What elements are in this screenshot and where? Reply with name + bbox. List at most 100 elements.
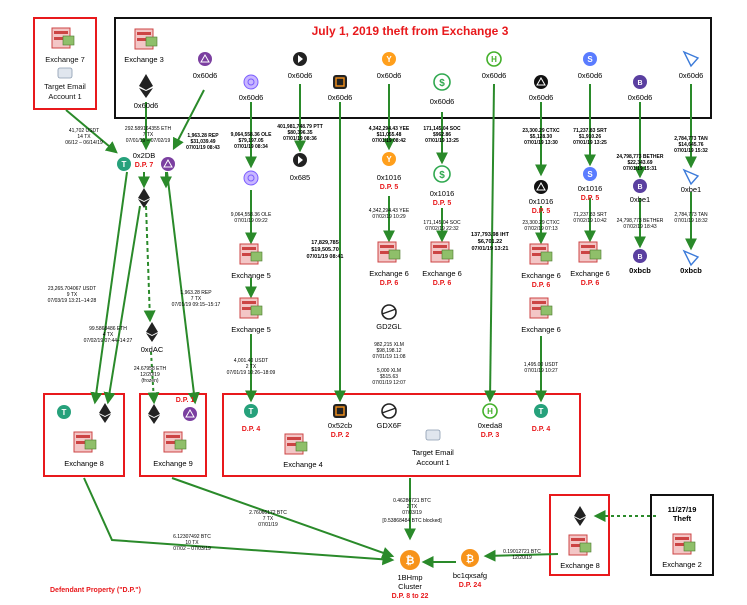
svg-text:07/02/19 07:13: 07/02/19 07:13 — [524, 226, 558, 232]
top-hbar-node: H 0x60d6 — [482, 51, 507, 80]
svg-text:10 TX: 10 TX — [185, 540, 199, 546]
dp5-label: D.P. 5 — [433, 200, 452, 207]
ctxc-mid-node: 0x1016 D.P. 5 — [529, 180, 553, 215]
edge-label-ctxc-usdt: 1,495.00 USDT 07/01/19 10:27 — [524, 362, 558, 374]
srt-address-label: 0x60d6 — [578, 71, 603, 80]
exchange5-node-a: Exchange 5 — [231, 243, 271, 280]
dp2-label: D.P. 2 — [331, 432, 350, 439]
edge-label-ctxc-out: 23,300.29 CTXC $5,128.30 07/01/19 13:30 — [522, 128, 560, 146]
svg-text:5,000 XLM: 5,000 XLM — [377, 368, 401, 374]
exchange6-node-c: Exchange 6 D.P. 6 — [521, 243, 561, 289]
svg-text:07/01/19 15:32: 07/01/19 15:32 — [674, 148, 708, 154]
dp8-22-label: D.P. 8 to 22 — [392, 593, 429, 600]
svg-text:07/02/19 22:32: 07/02/19 22:32 — [425, 226, 459, 232]
exchange2-label: Exchange 2 — [662, 560, 702, 569]
svg-text:12/20/19: 12/20/19 — [140, 372, 160, 378]
svg-text:07/01/19 08:42: 07/01/19 08:42 — [372, 138, 406, 144]
exchange9-node: D.P. 1 Exchange 9 — [148, 397, 197, 468]
soc-mid-node: $ 0x1016 D.P. 5 — [430, 165, 454, 207]
edge-label-srt-ex6: 71,237.83 SRT 07/02/19 10:42 — [573, 212, 607, 224]
edge-label-soc-ex6: 171,145.04 SOC 07/02/19 22:32 — [423, 220, 461, 232]
svg-text:2,784,773 TAN: 2,784,773 TAN — [674, 212, 708, 218]
bitcoin-icon — [461, 549, 479, 567]
svg-text:23,265.704067 USDT: 23,265.704067 USDT — [48, 286, 96, 292]
svg-text:07/03/19 13:21–14:28: 07/03/19 13:21–14:28 — [48, 298, 97, 304]
gd2gl-label: GD2GL — [376, 322, 401, 331]
svg-text:$: $ — [439, 78, 445, 89]
yee-token-icon — [382, 52, 396, 66]
theft-date-label: 11/27/19 — [668, 505, 697, 514]
edge-label-btc-bc1: 0.19012721 BTC 12/20/19 — [503, 549, 541, 561]
svg-text:7 TX: 7 TX — [143, 132, 154, 138]
svg-text:07/02/19 18:43: 07/02/19 18:43 — [623, 224, 657, 230]
dp5-label: D.P. 5 — [380, 184, 399, 191]
svg-text:41,702 USDT: 41,702 USDT — [69, 128, 99, 134]
svg-text:9,064,558.36 OLE: 9,064,558.36 OLE — [231, 212, 272, 218]
exchange6-node-d: Exchange 6 — [521, 297, 561, 334]
svg-text:07/01/19 11:08: 07/01/19 11:08 — [373, 354, 406, 360]
svg-text:9 TX: 9 TX — [67, 292, 78, 298]
ctxc-address-label: 0x60d6 — [529, 93, 554, 102]
srt-token-icon — [583, 52, 597, 66]
svg-text:07/01/19 13:21: 07/01/19 13:21 — [471, 246, 508, 252]
svg-text:07/02 – 07/03/19: 07/02 – 07/03/19 — [173, 546, 211, 552]
dp6-label: D.P. 6 — [380, 280, 399, 287]
dp6-label: D.P. 6 — [433, 280, 452, 287]
edge-label-tan-xbcb: 2,784,773 TAN 07/01/19 18:32 — [674, 212, 708, 224]
svg-text:23,300.29 CTXC: 23,300.29 CTXC — [522, 128, 560, 134]
ethereum-icon — [574, 506, 586, 526]
eth-address-label: 0x60d6 — [134, 101, 159, 110]
edge-label-rep-out: 1,963.28 REP $31,039.49 07/01/19 08:43 — [186, 133, 220, 151]
svg-text:[0.53868484 BTC blocked]: [0.53868484 BTC blocked] — [382, 518, 442, 524]
yee-address-label: 0x60d6 — [377, 71, 402, 80]
hedera-token-icon — [486, 51, 502, 67]
trx-address-label: 0x60d6 — [328, 93, 353, 102]
edge-label-usdt-ex8: 23,265.704067 USDT 9 TX 07/03/19 13:21–1… — [48, 286, 97, 304]
tan-token-icon — [682, 50, 700, 68]
page-title: July 1, 2019 theft from Exchange 3 — [312, 24, 509, 38]
edge-label-eth-out: 292.589164355 ETH 7 TX 07/01/19 – 07/02/… — [125, 126, 172, 144]
ocean-token-icon — [243, 74, 259, 90]
bether-token-icon — [633, 75, 647, 89]
bether-address-label: 0x60d6 — [628, 93, 653, 102]
exchange5-node-b: Exchange 5 — [231, 297, 271, 334]
x1016-label: 0x1016 — [578, 184, 603, 193]
edge-label-bether-xbcb: 24,798,773 BETHER 07/02/19 18:43 — [617, 218, 664, 230]
soc-address-label: 0x60d6 — [430, 97, 455, 106]
svg-text:292.589164355 ETH: 292.589164355 ETH — [125, 126, 172, 132]
svg-text:T: T — [539, 407, 544, 416]
edge-label-eth-frozen: 24.67958 ETH 12/20/19 (frozen) — [134, 366, 167, 384]
svg-text:07/01/19 08:41: 07/01/19 08:41 — [306, 254, 343, 260]
top-exchange3-node: Exchange 3 — [124, 28, 164, 64]
edge-label-usdt-in: 41,702 USDT 14 TX 06/12 – 06/14/19 — [65, 128, 103, 146]
svg-text:$: $ — [439, 170, 445, 181]
edge-label-ctxc-ex6: 23,300.29 CTXC 07/02/19 07:13 — [522, 220, 560, 232]
top-yee-node: Y 0x60d6 — [377, 52, 402, 80]
bitcoin-icon — [400, 550, 420, 570]
yee-token-icon — [382, 152, 396, 166]
svg-text:24,798,773 BETHER: 24,798,773 BETHER — [617, 154, 664, 160]
svg-text:137,793.98 IHT: 137,793.98 IHT — [471, 232, 510, 238]
edge-label-gd2gl: 982,215 XLM $98,198.12 07/01/19 11:08 — [373, 342, 406, 360]
svg-text:71,237.83 SRT: 71,237.83 SRT — [573, 212, 607, 218]
exchange9-label: Exchange 9 — [153, 459, 193, 468]
svg-text:14 TX: 14 TX — [77, 134, 91, 140]
hedera-token-icon — [482, 403, 498, 419]
svg-text:$5,128.30: $5,128.30 — [530, 134, 552, 140]
exchange7-box — [33, 17, 97, 110]
svg-text:Y: Y — [386, 55, 392, 64]
target-email-line2: Account 1 — [416, 458, 449, 467]
srt-mid-node: S 0x1016 D.P. 5 — [578, 167, 603, 202]
top-ptt-node: 0x60d6 — [288, 52, 312, 80]
hbar-address-label: 0x60d6 — [482, 71, 507, 80]
svg-text:$79,197.05: $79,197.05 — [238, 138, 263, 144]
edge-label-soc-out: 171,145.04 SOC $962.86 07/01/19 13:25 — [423, 126, 461, 144]
edges — [65, 83, 697, 568]
svg-text:07/02/19 07:44–14:27: 07/02/19 07:44–14:27 — [84, 338, 133, 344]
svg-text:$19,505.70: $19,505.70 — [311, 247, 339, 253]
ethereum-icon — [146, 322, 158, 342]
tether-icon — [57, 405, 71, 419]
exchange5-label: Exchange 5 — [231, 325, 271, 334]
exchange8-box — [43, 393, 125, 477]
tan-token-icon — [682, 249, 700, 267]
